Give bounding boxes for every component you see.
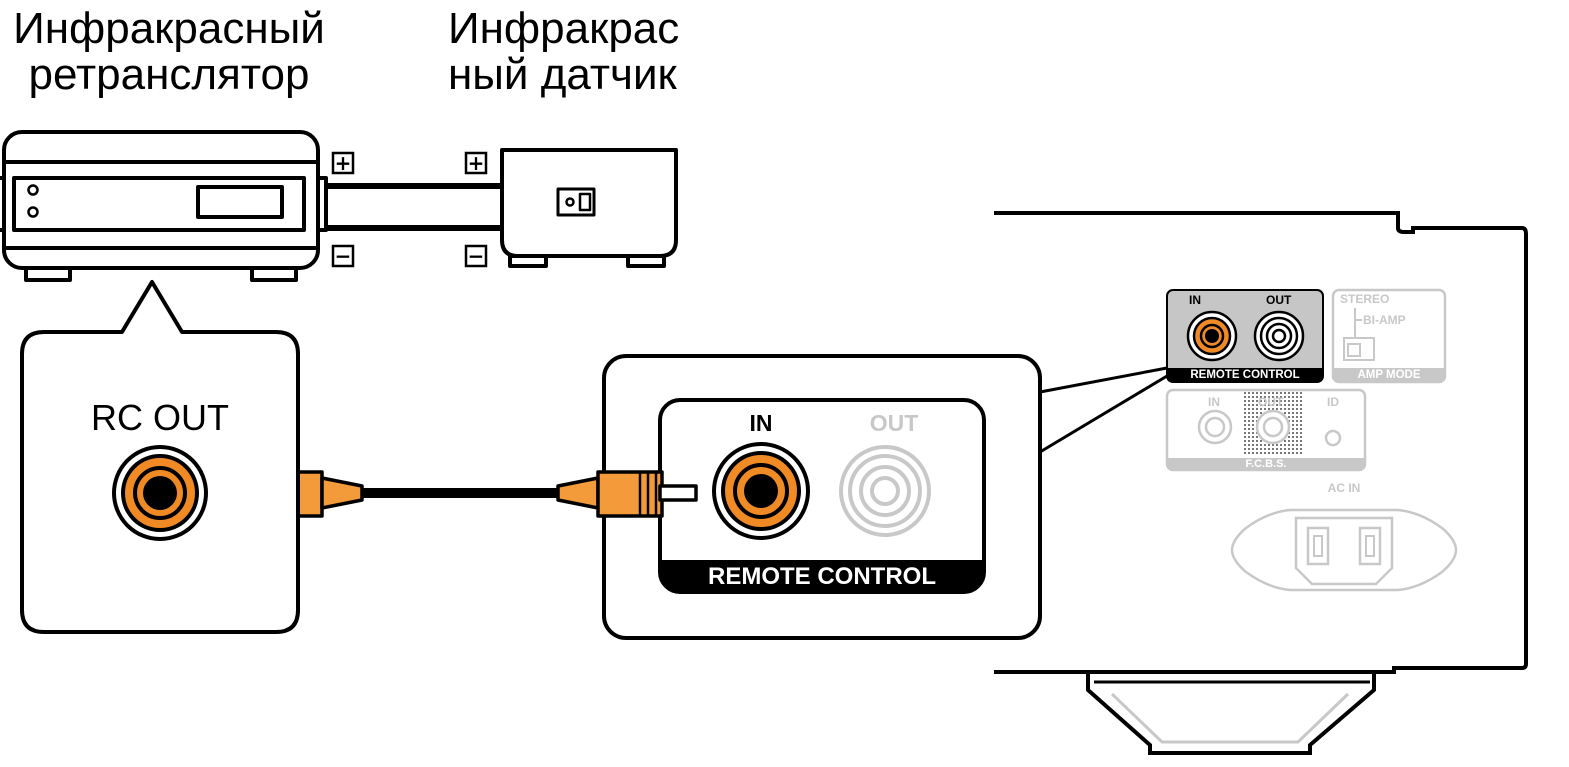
rca-plug-right[interactable] (556, 470, 698, 518)
rc-out-callout: RC OUT (20, 280, 300, 634)
ir-repeater-label-line2: ретранслятор (28, 50, 310, 100)
fcbs-group: IN OUT ID F.C.B.S. (1165, 388, 1367, 472)
fcbs-id-label: ID (1327, 395, 1339, 409)
zoom-out-label: OUT (870, 410, 919, 436)
ir-repeater-device (0, 130, 328, 282)
ir-sensor-label-line1: Инфракрас (448, 4, 680, 53)
fcbs-in-jack[interactable] (1197, 409, 1233, 445)
rc-out-jack[interactable] (112, 445, 208, 541)
sensor-plus-box (464, 151, 488, 175)
ir-sensor-label-line2: ный датчик (448, 50, 677, 100)
polarity-marks (331, 151, 488, 268)
sensor-minus-box (464, 244, 488, 268)
amp-stereo-label: STEREO (1340, 292, 1389, 306)
repeater-minus-box (331, 244, 355, 268)
receiver-rear-panel (994, 211, 1528, 674)
ac-in-label: AC IN (1328, 481, 1361, 495)
amp-mode-label: AMP MODE (1357, 369, 1420, 381)
receiver-foot (1086, 672, 1376, 755)
sensor-plus-sign: + (468, 151, 485, 175)
fcbs-out-label: OUT (1258, 395, 1284, 409)
fcbs-in-label: IN (1208, 395, 1220, 409)
ir-wires (326, 183, 502, 231)
rca-cable (230, 470, 698, 518)
rear-rc-in-label: IN (1189, 293, 1201, 307)
repeater-plus-box (331, 151, 355, 175)
zoom-pointer (1039, 366, 1168, 454)
repeater-minus-sign: − (335, 244, 352, 268)
rear-remote-control-group: IN OUT REMOTE CONTROL (1166, 289, 1324, 383)
ir-repeater-label-line1: Инфракрасный (13, 4, 325, 53)
fcbs-id-led (1324, 429, 1342, 447)
amp-mode-group: STEREO BI-AMP AMP MODE (1331, 288, 1447, 384)
repeater-plus-sign: + (335, 151, 352, 175)
ir-sensor-device (500, 148, 678, 268)
rc-out-label: RC OUT (91, 397, 229, 438)
zoom-in-jack[interactable] (712, 442, 810, 540)
zoom-callout: IN OUT REMOTE CONTROL (602, 354, 1042, 640)
rear-rc-out-jack[interactable] (1253, 310, 1305, 362)
ir-repeater-label: Инфракрасный ретранслятор (4, 4, 334, 100)
ac-inlet: AC IN (1230, 481, 1458, 592)
rear-rc-in-jack[interactable] (1186, 310, 1238, 362)
amp-bi-amp-label: BI-AMP (1363, 313, 1406, 327)
rear-rc-out-label: OUT (1266, 293, 1292, 307)
zoom-group-label: REMOTE CONTROL (708, 563, 936, 590)
ir-sensor-label: Инфракрас ный датчик (448, 4, 728, 100)
rear-rc-group-label: REMOTE CONTROL (1190, 369, 1299, 381)
zoom-in-label: IN (750, 410, 773, 436)
fcbs-out-jack[interactable] (1255, 409, 1291, 445)
zoom-out-jack[interactable] (839, 445, 931, 537)
fcbs-group-label: F.C.B.S. (1246, 458, 1287, 470)
sensor-minus-sign: − (468, 244, 485, 268)
